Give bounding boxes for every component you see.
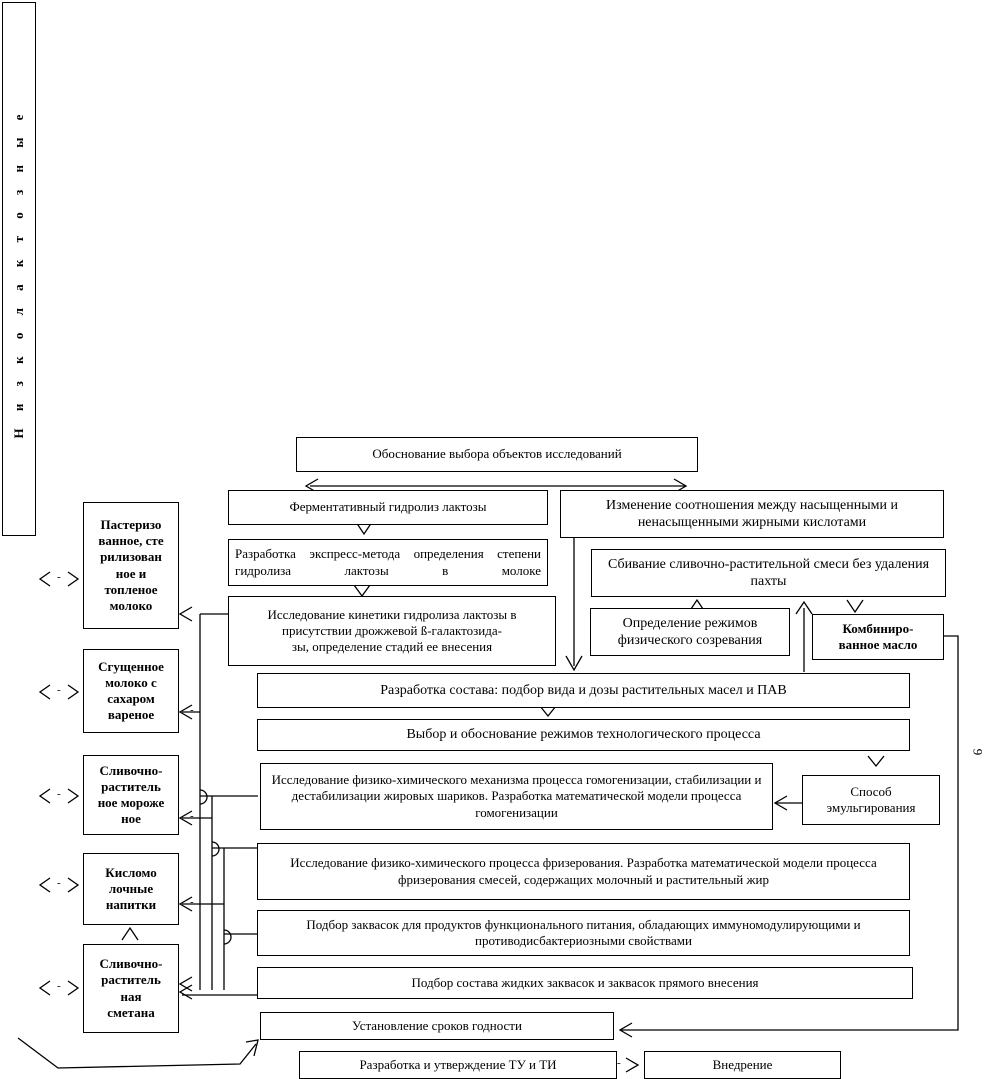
freezing-box: Исследование физико-химического процесса… (257, 843, 910, 900)
product-condensed-milk: Сгущенное молоко с сахаром вареное (83, 649, 179, 733)
arrow-head (618, 1022, 633, 1038)
dash-label: - (190, 704, 194, 716)
combined-butter-box: Комбиниро- ванное масло (812, 614, 944, 660)
connector (620, 635, 959, 1031)
arrow-head (565, 655, 583, 672)
arrow-head (67, 980, 80, 996)
arrow-head (178, 896, 193, 912)
arrow-head (539, 705, 557, 718)
arrow-head (355, 521, 373, 536)
product-pasteurized-milk: Пастеризо ванное, сте рилизован ное и то… (83, 502, 179, 629)
bus-hop (199, 789, 208, 805)
churning-box: Сбивание сливочно-растительной смеси без… (591, 549, 946, 597)
arrow-head (178, 810, 193, 826)
dash-label: - (57, 788, 61, 800)
ripening-box: Определение режимов физического созреван… (590, 608, 790, 656)
express-method-box: Разработка экспресс-метода определения с… (228, 539, 548, 586)
bus-hop (211, 841, 220, 857)
starters-box: Подбор заквасок для продуктов функционал… (257, 910, 910, 956)
dash-label: - (57, 877, 61, 889)
arrow-head (795, 600, 813, 615)
emulsification-box: Способ эмульгирования (802, 775, 940, 825)
arrow-head (353, 584, 371, 598)
arrow-head (67, 684, 80, 700)
arrow-head (38, 980, 51, 996)
liquid-starters-box: Подбор состава жидких заквасок и заквасо… (257, 967, 913, 999)
arrow-head (38, 877, 51, 893)
dash-label: - (57, 571, 61, 583)
arrow-head (178, 976, 193, 992)
fatty-acid-ratio-box: Изменение соотношения между насыщенными … (560, 490, 944, 538)
product-fermented-drinks: Кисломо лочные напитки (83, 853, 179, 925)
kinetics-box: Исследование кинетики гидролиза лактозы … (228, 596, 556, 666)
dash-label: - (190, 810, 194, 822)
arrow-head (38, 571, 51, 587)
feedback-line (17, 1037, 257, 1069)
arrow-head (67, 788, 80, 804)
vertical-title-box: Н и з к о л а к т о з н ы е (2, 2, 36, 536)
arrow-head (867, 755, 885, 768)
dash-label: - (617, 1057, 621, 1069)
arrow-head (178, 704, 193, 720)
composition-box: Разработка состава: подбор вида и дозы р… (257, 673, 910, 708)
implementation-box: Внедрение (644, 1051, 841, 1079)
arrow-head (38, 684, 51, 700)
shelf-life-box: Установление сроков годности (260, 1012, 614, 1040)
dash-label: - (57, 684, 61, 696)
dash-label: - (190, 896, 194, 908)
tu-ti-box: Разработка и утверждение ТУ и ТИ (299, 1051, 617, 1079)
arrow-head (38, 788, 51, 804)
product-ice-cream: Сливочно- раститель ное мороже ное (83, 755, 179, 835)
arrow-head (67, 571, 80, 587)
arrow-head (178, 606, 193, 622)
arrow-head (846, 599, 864, 614)
hydrolysis-box: Ферментативный гидролиз лактозы (228, 490, 548, 525)
arrow-head (121, 926, 139, 941)
process-modes-box: Выбор и обоснование режимов технологичес… (257, 719, 910, 751)
arrow-head (773, 795, 788, 811)
homogenization-box: Исследование физико-химического механизм… (260, 763, 773, 830)
product-sour-cream: Сливочно- раститель ная сметана (83, 944, 179, 1033)
dash-label: - (57, 980, 61, 992)
arrow-head (245, 1039, 259, 1057)
arrow-head (625, 1057, 640, 1073)
arrow-head (178, 984, 193, 1000)
bus-hop (223, 929, 232, 945)
top-box: Обоснование выбора объектов исследований (296, 437, 698, 472)
arrow-head (67, 877, 80, 893)
